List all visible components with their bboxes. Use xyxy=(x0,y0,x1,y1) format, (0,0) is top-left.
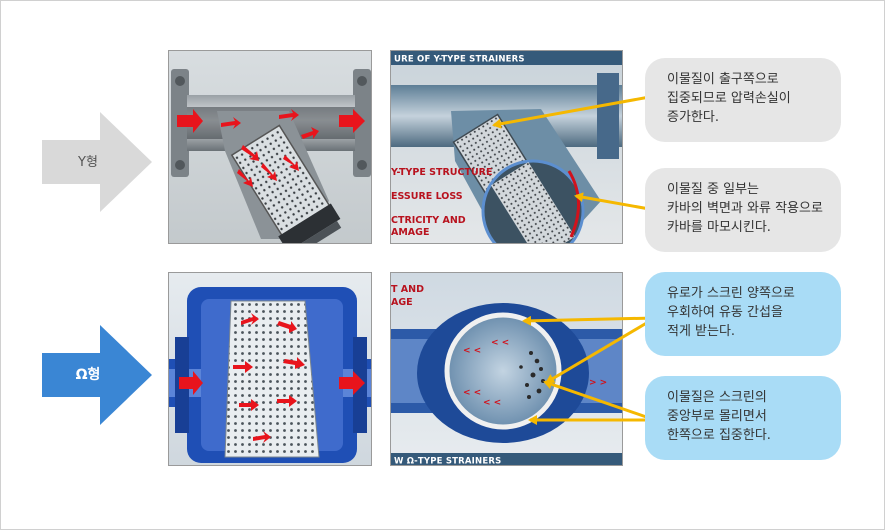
svg-text:< <: < < xyxy=(463,346,481,356)
y-type-callout-2: 이물질 중 일부는 카바의 벽면과 와류 작용으로 카바를 마모시킨다. xyxy=(645,168,841,252)
omega-type-callout-1-line-2: 우회하여 유동 간섭을 xyxy=(667,305,783,320)
omega-type-cutaway-drawing xyxy=(169,273,371,465)
y-type-arrow: Y형 xyxy=(40,110,155,214)
omega-type-callout-2-line-1: 이물질은 스크린의 xyxy=(667,390,767,405)
y-type-cutaway-drawing xyxy=(169,51,371,243)
omega-type-arrow: Ω형 xyxy=(40,323,155,427)
y-type-callout-1-line-3: 증가한다. xyxy=(667,110,719,125)
omega-type-callout-1-line-3: 적게 받는다. xyxy=(667,324,736,339)
svg-text:< <: < < xyxy=(483,398,501,408)
svg-text:< <: < < xyxy=(491,338,509,348)
omega-type-video-banner: W Ω-TYPE STRAINERS xyxy=(394,457,501,467)
omega-type-arrow-shape xyxy=(42,325,152,425)
svg-text:< <: < < xyxy=(463,388,481,398)
y-type-callout-2-line-3: 카바를 마모시킨다. xyxy=(667,220,771,235)
omega-type-callout-2: 이물질은 스크린의 중앙부로 몰리면서 한쪽으로 집중한다. xyxy=(645,376,841,460)
omega-type-video-still: < << < < << < > > T AND AGE W Ω-TYPE STR… xyxy=(390,272,623,466)
y-type-callout-2-line-1: 이물질 중 일부는 xyxy=(667,182,759,197)
y-type-caption-2: ESSURE LOSS xyxy=(391,191,463,202)
svg-text:> >: > > xyxy=(589,378,607,388)
omega-type-callout-2-line-3: 한쪽으로 집중한다. xyxy=(667,428,771,443)
y-type-video-banner: URE OF Y-TYPE STRAINERS xyxy=(394,55,525,65)
y-type-callout-2-line-2: 카바의 벽면과 와류 작용으로 xyxy=(667,201,823,216)
omega-type-cutaway-image xyxy=(168,272,372,466)
y-type-video-drawing: URE OF Y-TYPE STRAINERS Y-TYPE STRUCTURE… xyxy=(391,51,622,243)
omega-type-callout-2-line-2: 중앙부로 몰리면서 xyxy=(667,409,767,424)
omega-type-callout-1: 유로가 스크린 양쪽으로 우회하여 유동 간섭을 적게 받는다. xyxy=(645,272,841,356)
y-type-video-still: URE OF Y-TYPE STRAINERS Y-TYPE STRUCTURE… xyxy=(390,50,623,244)
omega-type-callout-1-line-1: 유로가 스크린 양쪽으로 xyxy=(667,286,795,301)
y-type-callout-1-line-2: 집중되므로 압력손실이 xyxy=(667,91,791,106)
y-type-callout-1: 이물질이 출구쪽으로 집중되므로 압력손실이 증가한다. xyxy=(645,58,841,142)
y-type-label: Y형 xyxy=(78,155,98,170)
omega-type-video-drawing: < << < < << < > > T AND AGE W Ω-TYPE STR… xyxy=(391,273,622,467)
omega-type-caption-2: AGE xyxy=(391,297,413,308)
y-type-caption-3: CTRICITY AND xyxy=(391,215,466,226)
y-type-caption-4: AMAGE xyxy=(391,227,429,238)
y-type-caption-1: Y-TYPE STRUCTURE xyxy=(391,167,492,178)
y-type-arrow-shape xyxy=(42,112,152,212)
omega-type-caption-1: T AND xyxy=(391,284,424,295)
y-type-cutaway-image xyxy=(168,50,372,244)
omega-type-label: Ω형 xyxy=(75,367,101,383)
y-type-callout-1-line-1: 이물질이 출구쪽으로 xyxy=(667,72,779,87)
